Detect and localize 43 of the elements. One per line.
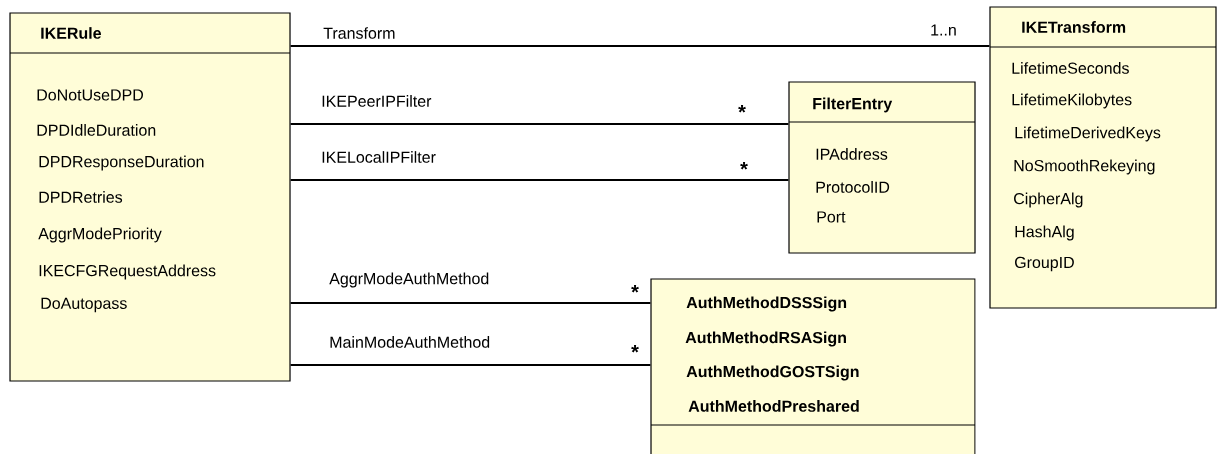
attribute-text: HashAlg <box>1015 225 1074 241</box>
class-box <box>9 12 291 382</box>
edge-label: Transform <box>322 26 397 40</box>
attribute-text: GroupID <box>1015 256 1074 272</box>
association-line <box>290 44 990 48</box>
attribute-text: CipherAlg <box>1014 192 1083 208</box>
multiplicity-label: * <box>631 285 639 293</box>
attribute-text: IKECFGRequestAddress <box>39 264 216 280</box>
edge-label: IKEPeerIPFilter <box>320 94 433 108</box>
association-line <box>290 178 789 182</box>
attribute-text: LifetimeKilobytes <box>1012 93 1132 109</box>
value-text: AuthMethodGOSTSign <box>686 365 859 381</box>
association-line <box>290 122 789 126</box>
edge-label: MainModeAuthMethod <box>328 335 492 349</box>
multiplicity-label: * <box>738 105 746 113</box>
attribute-text: DoNotUseDPD <box>37 89 143 101</box>
value-text: AuthMethodDSSSign <box>686 296 847 312</box>
attribute-text: ProtocolID <box>816 181 890 193</box>
value-text: AuthMethodRSASign <box>685 331 846 347</box>
attribute-text: NoSmoothRekeying <box>1014 159 1155 175</box>
class-box <box>788 81 976 254</box>
attribute-text: DPDIdleDuration <box>37 124 156 136</box>
class-box <box>989 6 1217 309</box>
multiplicity-label: * <box>631 345 639 353</box>
value-text: AuthMethodPreshared <box>688 400 859 412</box>
attribute-text: IPAddress <box>816 148 888 160</box>
attribute-text: Port <box>817 211 846 223</box>
attribute-text: DPDResponseDuration <box>39 155 204 171</box>
attribute-text: DoAutopass <box>41 297 127 313</box>
attribute-text: AggrModePriority <box>38 227 162 243</box>
attribute-text: LifetimeDerivedKeys <box>1015 126 1161 142</box>
association-line <box>290 301 651 305</box>
multiplicity-label: 1..n <box>931 24 956 36</box>
attribute-text: DPDRetries <box>39 191 123 203</box>
association-line <box>290 363 651 367</box>
edge-label: AggrModeAuthMethod <box>328 271 491 289</box>
edge-label: IKELocalIPFilter <box>320 150 437 164</box>
class-name: IKETransform <box>1022 21 1126 33</box>
class-box <box>650 278 976 454</box>
class-name: FilterEntry <box>813 97 893 113</box>
attribute-text: LifetimeSeconds <box>1012 62 1129 74</box>
class-name: IKERule <box>41 27 101 39</box>
multiplicity-label: * <box>740 162 748 170</box>
